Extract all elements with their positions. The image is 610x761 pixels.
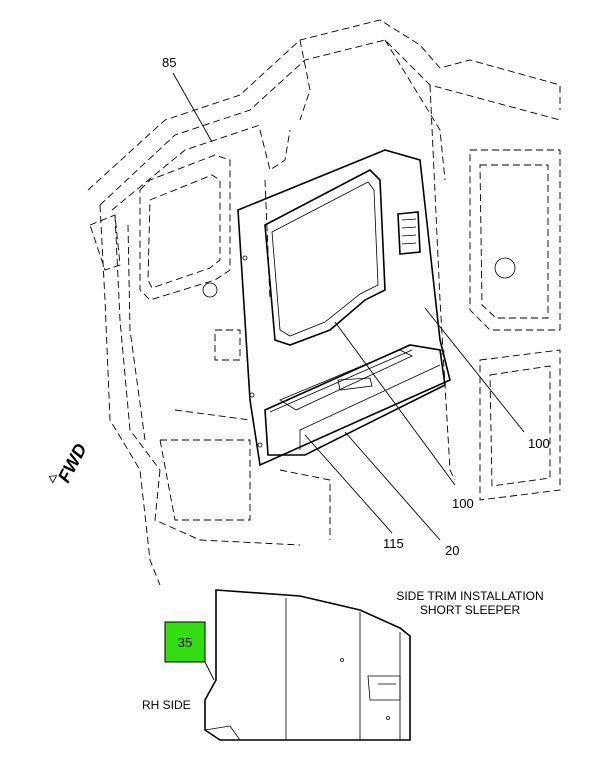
title-line-2: SHORT SLEEPER <box>420 603 521 617</box>
fwd-label: FWD <box>54 440 91 486</box>
callout-100-lower: 100 <box>452 496 474 511</box>
callout-20: 20 <box>445 543 459 558</box>
callout-35-badge: 35 <box>164 621 215 681</box>
cab-frame-outline <box>87 19 561 586</box>
rh-side-trim-detail <box>204 589 411 741</box>
leader-lines <box>172 72 525 541</box>
rh-side-label: RH SIDE <box>142 698 191 712</box>
fwd-direction-mark: FWD <box>48 440 91 486</box>
callout-100-upper: 100 <box>528 436 550 451</box>
side-trim-panel <box>237 149 451 467</box>
callout-85: 85 <box>162 55 176 70</box>
title-line-1: SIDE TRIM INSTALLATION <box>396 589 543 603</box>
callout-35: 35 <box>178 635 192 650</box>
callout-115: 115 <box>383 536 404 551</box>
